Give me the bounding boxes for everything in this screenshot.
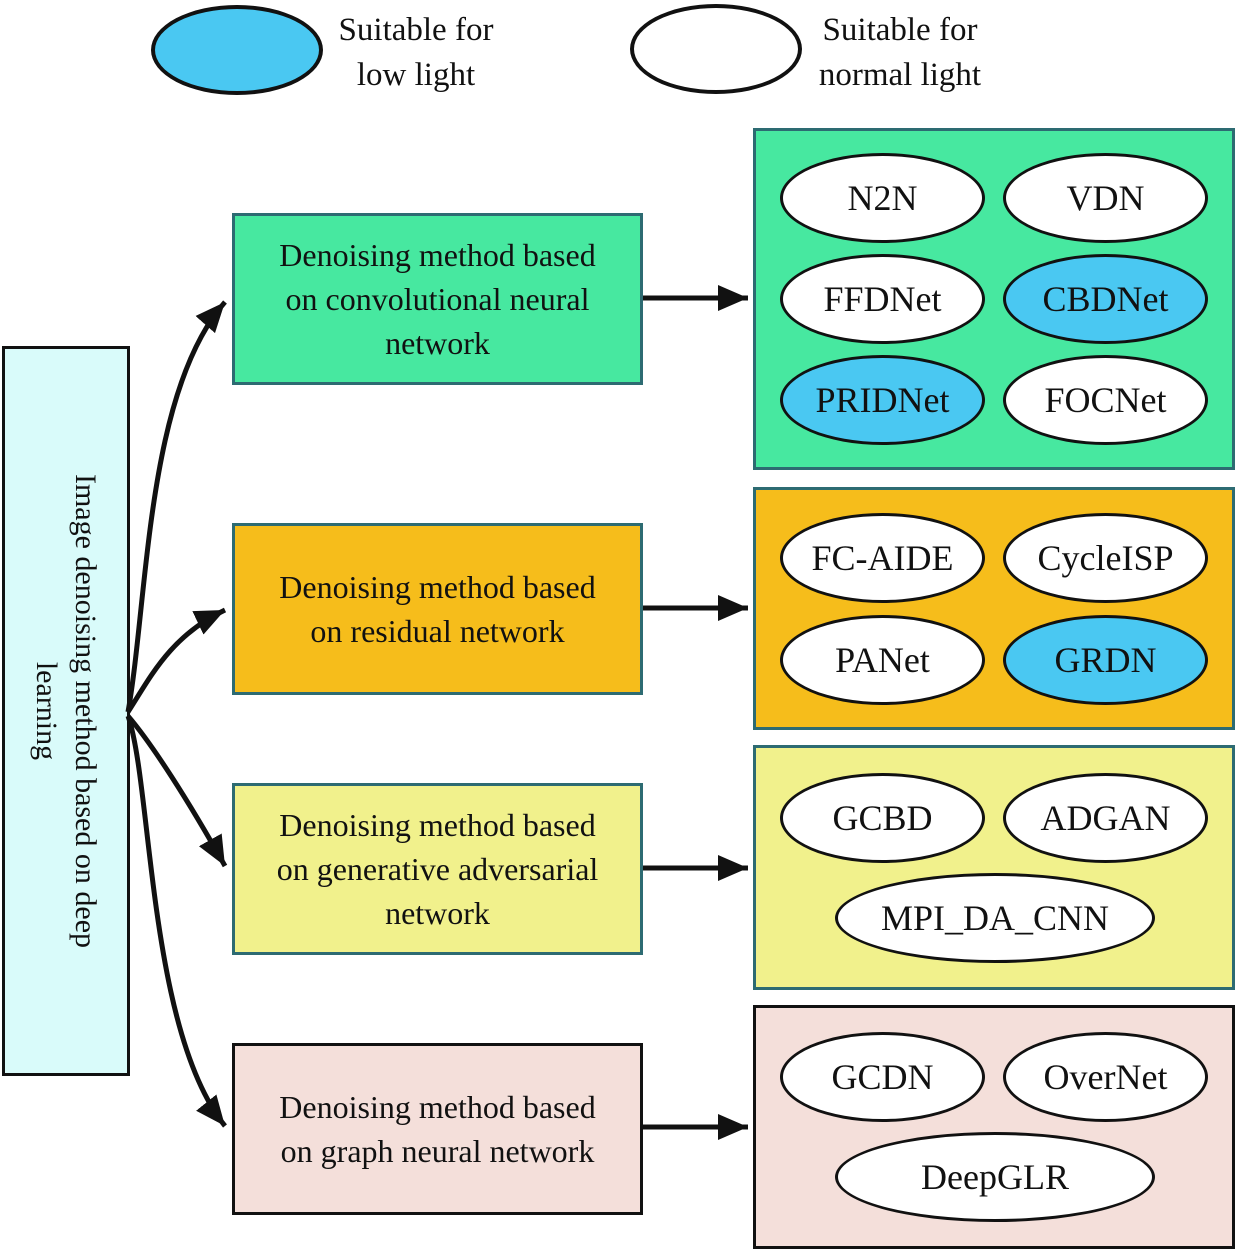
method-ellipse-focnet: FOCNet xyxy=(1003,355,1208,445)
method-ellipse-adgan: ADGAN xyxy=(1003,773,1208,863)
branch-label-cnn: Denoising method based on convolutional … xyxy=(279,236,596,362)
method-ellipse-vdn: VDN xyxy=(1003,153,1208,243)
method-label: GCBD xyxy=(832,798,933,838)
method-ellipse-overnet: OverNet xyxy=(1003,1032,1208,1122)
legend-low-light-ellipse xyxy=(151,5,323,95)
method-ellipse-gcdn: GCDN xyxy=(780,1032,985,1122)
arrow-root-to-residual xyxy=(125,607,227,714)
method-label: MPI_DA_CNN xyxy=(880,898,1110,938)
method-label: VDN xyxy=(1066,178,1145,218)
method-ellipse-deepglr: DeepGLR xyxy=(835,1132,1155,1222)
arrow-root-to-cnn xyxy=(125,300,227,713)
method-ellipse-cycleisp: CycleISP xyxy=(1003,513,1208,603)
legend-normal-light-ellipse xyxy=(630,4,802,94)
branch-label-graph: Denoising method based on graph neural n… xyxy=(279,1088,596,1169)
arrow-root-to-gan xyxy=(126,714,228,868)
method-label: FFDNet xyxy=(823,279,942,319)
legend-low-light-label: Suitable for low light xyxy=(338,12,494,93)
method-label: PRIDNet xyxy=(815,380,950,420)
group-graph: GCDN OverNet DeepGLR xyxy=(753,1005,1235,1249)
method-ellipse-fc-aide: FC-AIDE xyxy=(780,513,985,603)
method-ellipse-grdn: GRDN xyxy=(1003,615,1208,705)
method-ellipse-n2n: N2N xyxy=(780,153,985,243)
branch-box-graph: Denoising method based on graph neural n… xyxy=(232,1043,643,1215)
legend-normal-light-label: Suitable for normal light xyxy=(818,12,982,93)
method-label: ADGAN xyxy=(1040,798,1171,838)
branch-label-residual: Denoising method based on residual netwo… xyxy=(279,568,596,649)
method-label: PANet xyxy=(835,640,930,680)
root-label: Image denoising method based on deep lea… xyxy=(30,473,102,949)
method-ellipse-panet: PANet xyxy=(780,615,985,705)
method-ellipse-pridnet: PRIDNet xyxy=(780,355,985,445)
branch-label-gan: Denoising method based on generative adv… xyxy=(276,806,599,932)
group-residual: FC-AIDE CycleISP PANet GRDN xyxy=(753,487,1235,730)
method-ellipse-mpi-da-cnn: MPI_DA_CNN xyxy=(835,873,1155,963)
method-label: FOCNet xyxy=(1044,380,1167,420)
method-ellipse-cbdnet: CBDNet xyxy=(1003,254,1208,344)
group-gan: GCBD ADGAN MPI_DA_CNN xyxy=(753,745,1235,990)
method-label: DeepGLR xyxy=(921,1157,1069,1197)
method-label: FC-AIDE xyxy=(811,538,954,578)
group-cnn: N2N VDN FFDNet CBDNet PRIDNet FOCNet xyxy=(753,128,1235,470)
method-label: CycleISP xyxy=(1037,538,1174,578)
branch-box-cnn: Denoising method based on convolutional … xyxy=(232,213,643,385)
branch-box-residual: Denoising method based on residual netwo… xyxy=(232,523,643,695)
method-label: OverNet xyxy=(1043,1057,1168,1097)
branch-box-gan: Denoising method based on generative adv… xyxy=(232,783,643,955)
method-label: GCDN xyxy=(831,1057,934,1097)
arrow-root-to-graph xyxy=(125,715,227,1128)
method-ellipse-gcbd: GCBD xyxy=(780,773,985,863)
root-node: Image denoising method based on deep lea… xyxy=(2,346,130,1076)
method-label: GRDN xyxy=(1054,640,1157,680)
method-label: N2N xyxy=(847,178,918,218)
method-ellipse-ffdnet: FFDNet xyxy=(780,254,985,344)
method-label: CBDNet xyxy=(1042,279,1169,319)
